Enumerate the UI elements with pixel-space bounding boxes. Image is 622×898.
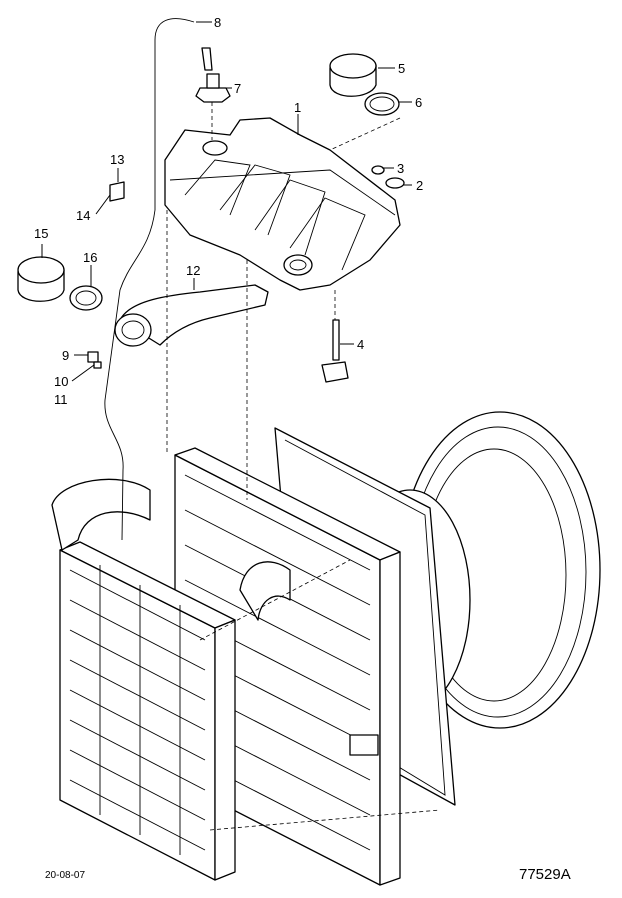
callout-10: 10 xyxy=(54,374,68,389)
o-ring-6 xyxy=(364,92,400,116)
callout-16: 16 xyxy=(83,250,97,265)
callout-14: 14 xyxy=(76,208,90,223)
bracket xyxy=(109,181,125,202)
callout-11: 11 xyxy=(54,392,68,407)
callout-2: 2 xyxy=(416,178,423,193)
callout-4: 4 xyxy=(357,337,364,352)
breather-hose xyxy=(104,18,213,541)
oil-filler-cap xyxy=(17,256,65,302)
callout-13: 13 xyxy=(110,152,124,167)
callout-9: 9 xyxy=(62,348,69,363)
clip xyxy=(87,351,102,369)
diagram-date: 20-08-07 xyxy=(45,870,85,881)
callout-1: 1 xyxy=(294,100,301,115)
callout-6: 6 xyxy=(415,95,422,110)
callout-15: 15 xyxy=(34,226,48,241)
oil-filler-pipe xyxy=(114,284,269,347)
diagram-reference: 77529A xyxy=(519,866,571,883)
callout-7: 7 xyxy=(234,81,241,96)
callout-12: 12 xyxy=(186,263,200,278)
oil-cap-seal xyxy=(69,285,103,311)
expansion-tank xyxy=(164,117,401,291)
level-sensor xyxy=(321,319,349,383)
callout-5: 5 xyxy=(398,61,405,76)
callout-8: 8 xyxy=(214,15,221,30)
hose-clamp xyxy=(371,165,405,189)
leader-lines xyxy=(41,21,412,382)
assembly-lines xyxy=(166,102,441,831)
filler-cap xyxy=(329,53,377,97)
callout-3: 3 xyxy=(397,161,404,176)
charge-air-cooler xyxy=(51,478,291,881)
